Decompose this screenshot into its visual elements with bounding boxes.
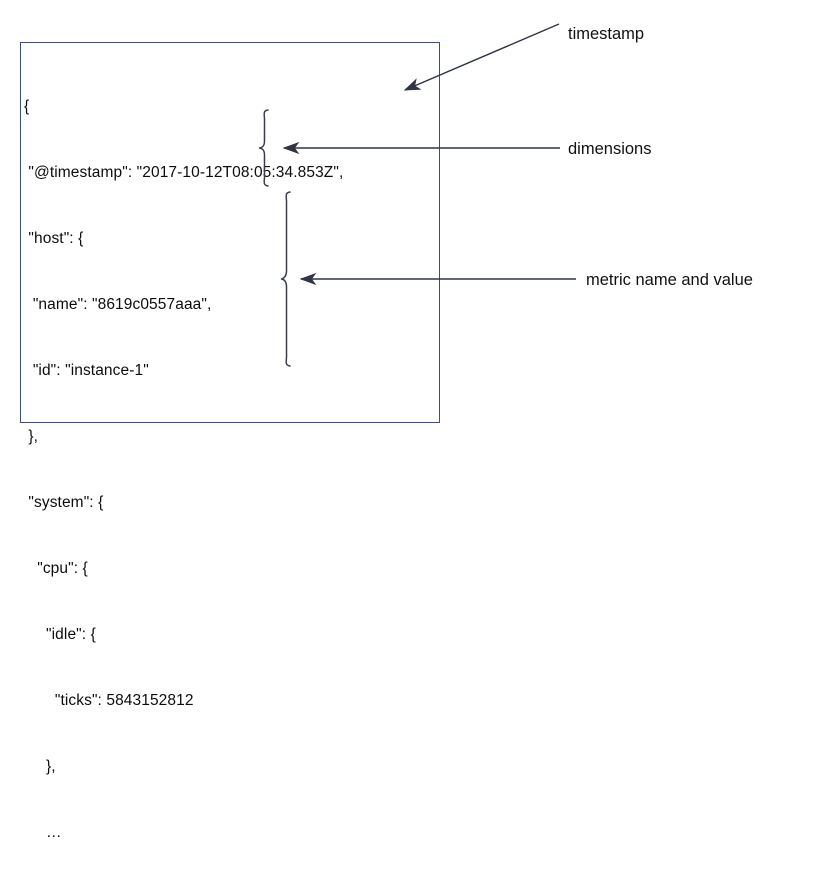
json-code-listing: { "@timestamp": "2017-10-12T08:05:34.853… — [24, 52, 444, 874]
json-line-host-close: }, — [24, 428, 39, 445]
json-document-box — [20, 42, 440, 423]
annotation-label-dimensions: dimensions — [568, 140, 652, 158]
diagram-canvas: { "@timestamp": "2017-10-12T08:05:34.853… — [20, 23, 753, 841]
json-line-host-name: "name": "8619c0557aaa", — [24, 296, 212, 313]
json-line-host-id: "id": "instance-1" — [24, 362, 149, 379]
json-line-idle-close: }, — [24, 758, 56, 775]
json-line-open-brace: { — [24, 98, 30, 115]
json-line-host-open: "host": { — [24, 230, 84, 247]
json-line-system-open: "system": { — [24, 494, 104, 511]
json-line-timestamp: "@timestamp": "2017-10-12T08:05:34.853Z"… — [24, 164, 344, 181]
annotation-label-timestamp: timestamp — [568, 25, 645, 43]
annotation-label-metric: metric name and value — [586, 271, 753, 289]
json-line-ticks: "ticks": 5843152812 — [24, 692, 194, 709]
json-line-ellipsis: … — [24, 824, 62, 841]
json-line-cpu-open: "cpu": { — [24, 560, 88, 577]
json-line-idle-open: "idle": { — [24, 626, 96, 643]
